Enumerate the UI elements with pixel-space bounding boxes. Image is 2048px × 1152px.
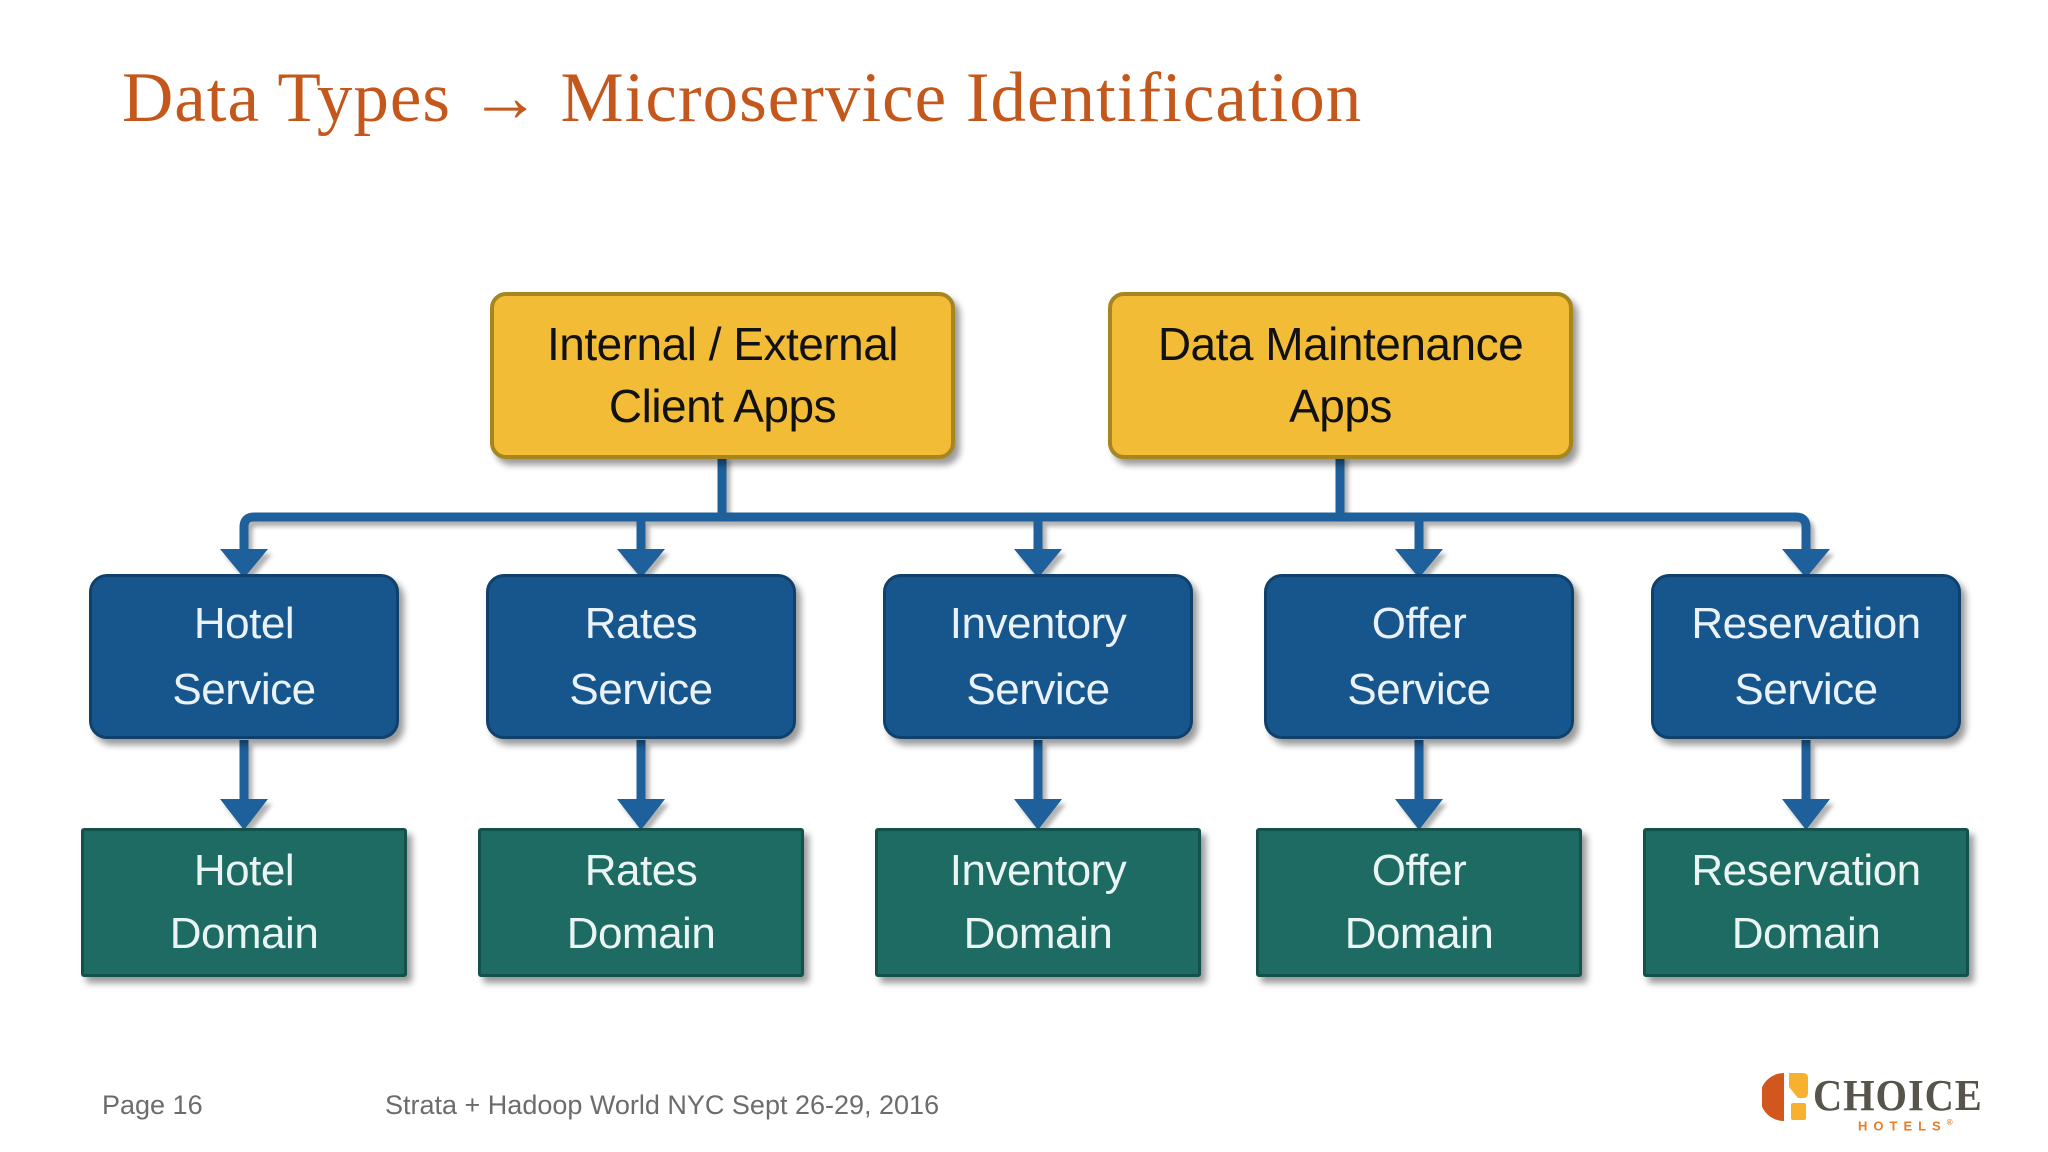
- arrowhead-reservation-domain: [1782, 799, 1830, 830]
- node-label: Offer Service: [1347, 598, 1491, 714]
- node-inventory-service: Inventory Service: [883, 574, 1193, 739]
- node-label: Hotel Domain: [169, 846, 319, 958]
- node-label: Internal / External Client Apps: [546, 317, 899, 432]
- node-reservation-domain: Reservation Domain: [1643, 828, 1969, 977]
- node-label: Data Maintenance Apps: [1157, 317, 1524, 432]
- node-label: Rates Service: [569, 598, 713, 714]
- footer-event-text: Strata + Hadoop World NYC Sept 26-29, 20…: [385, 1090, 940, 1120]
- node-hotel-service: Hotel Service: [89, 574, 399, 739]
- node-offer-service: Offer Service: [1264, 574, 1574, 739]
- choice-hotels-logo: CHOICE HOTELS®: [1762, 1068, 1992, 1138]
- page-number: Page 16: [102, 1090, 203, 1120]
- node-label: Inventory Domain: [949, 846, 1127, 958]
- hotels-wordmark: HOTELS®: [1858, 1118, 1953, 1134]
- arrowhead-hotel-domain: [220, 799, 268, 830]
- node-reservation-service: Reservation Service: [1651, 574, 1961, 739]
- node-inventory-domain: Inventory Domain: [875, 828, 1201, 977]
- node-label: Rates Domain: [566, 846, 716, 958]
- arrowhead-rates-domain: [617, 799, 665, 830]
- choice-logo-icon: [1762, 1073, 1808, 1121]
- slide-title: Data Types → Microservice Identification: [122, 59, 1363, 137]
- node-label: Inventory Service: [949, 598, 1127, 714]
- node-rates-domain: Rates Domain: [478, 828, 804, 977]
- distribution-line: [239, 512, 1811, 551]
- node-offer-domain: Offer Domain: [1256, 828, 1582, 977]
- node-data-maintenance-apps: Data Maintenance Apps: [1108, 292, 1573, 459]
- node-internal-external-client-apps: Internal / External Client Apps: [490, 292, 955, 459]
- node-hotel-domain: Hotel Domain: [81, 828, 407, 977]
- node-label: Reservation Service: [1691, 598, 1921, 714]
- node-rates-service: Rates Service: [486, 574, 796, 739]
- node-label: Reservation Domain: [1691, 846, 1921, 958]
- trademark-symbol: ®: [1946, 1118, 1953, 1127]
- node-label: Hotel Service: [172, 598, 316, 714]
- arrowhead-inventory-domain: [1014, 799, 1062, 830]
- choice-wordmark: CHOICE: [1813, 1071, 1983, 1120]
- arrowhead-offer-domain: [1395, 799, 1443, 830]
- node-label: Offer Domain: [1344, 846, 1494, 958]
